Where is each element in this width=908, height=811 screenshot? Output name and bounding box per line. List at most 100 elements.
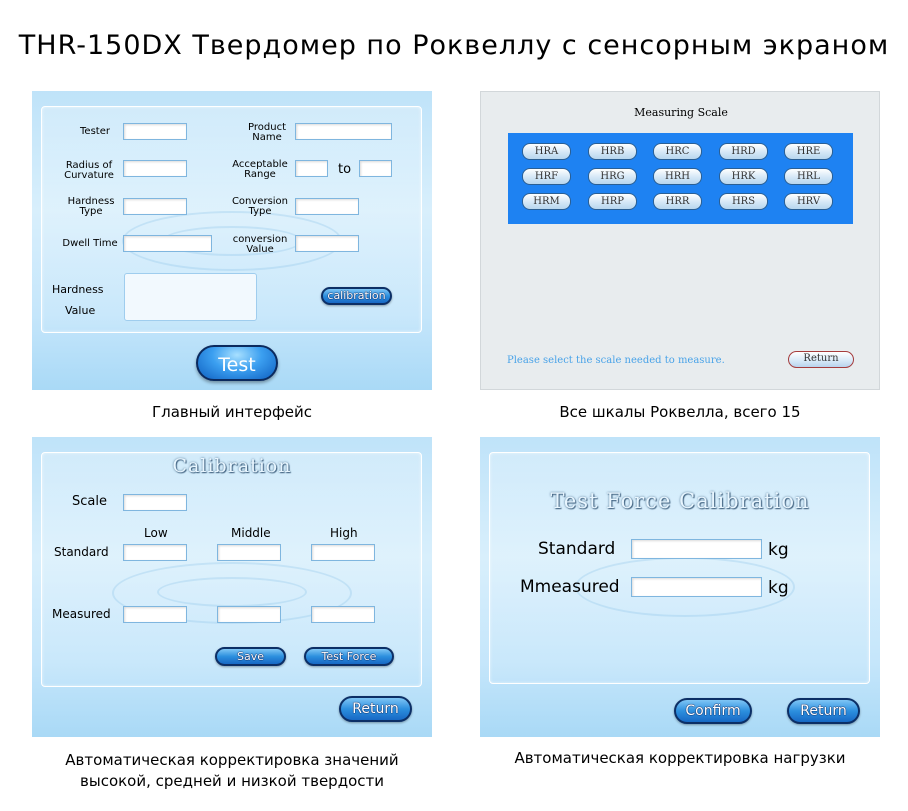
standard-high-field[interactable]	[311, 544, 375, 561]
page-title: THR-150DX Твердомер по Роквеллу с сенсор…	[18, 30, 890, 61]
scale-button-hrr[interactable]: HRR	[653, 193, 702, 210]
acceptable-range-label: Acceptable Range	[230, 160, 290, 180]
scale-button-hre[interactable]: HRE	[784, 143, 833, 160]
scale-button-hrh[interactable]: HRH	[653, 168, 702, 185]
background-ornament	[112, 562, 352, 624]
test-force-button[interactable]: Test Force	[304, 647, 394, 666]
product-name-field[interactable]	[295, 123, 392, 140]
measuring-scale-title: Measuring Scale	[634, 106, 728, 119]
hardness-value-display	[124, 273, 257, 321]
scale-button-hrd[interactable]: HRD	[719, 143, 768, 160]
radius-label-line1: Radius of	[65, 160, 113, 171]
conversion-value-field[interactable]	[295, 235, 359, 252]
calibration-return-label: Return	[352, 701, 399, 717]
conversion-type-field[interactable]	[295, 198, 359, 215]
hardness-value-label: Hardness Value	[52, 279, 104, 321]
scale-hint: Please select the scale needed to measur…	[507, 355, 725, 366]
product-name-label-line1: Product	[248, 122, 286, 133]
calibration-caption: Автоматическая корректировка значений вы…	[32, 750, 432, 792]
force-return-label: Return	[800, 703, 847, 719]
scale-button-hrc[interactable]: HRC	[653, 143, 702, 160]
conversion-type-label-line2: Type	[248, 206, 272, 217]
scale-button-hrv[interactable]: HRV	[784, 193, 833, 210]
tester-field[interactable]	[123, 123, 187, 140]
radius-field[interactable]	[123, 160, 187, 177]
calibration-button-label: calibration	[327, 289, 386, 302]
measured-middle-field[interactable]	[217, 606, 281, 623]
main-interface-screen: Tester Product Name Radius of Curvature …	[32, 91, 432, 390]
force-return-button[interactable]: Return	[787, 698, 860, 724]
hardness-type-label-line2: Type	[79, 206, 103, 217]
scale-button-hrp[interactable]: HRP	[588, 193, 637, 210]
scale-label: Scale	[72, 494, 107, 509]
force-measured-unit: kg	[768, 578, 789, 598]
product-name-label-line2: Name	[252, 132, 282, 143]
low-label: Low	[144, 526, 168, 540]
scale-button-hrs[interactable]: HRS	[719, 193, 768, 210]
standard-middle-field[interactable]	[217, 544, 281, 561]
calibration-return-button[interactable]: Return	[339, 696, 412, 722]
scale-field[interactable]	[123, 494, 187, 511]
hardness-type-field[interactable]	[123, 198, 187, 215]
confirm-button-label: Confirm	[685, 703, 741, 719]
measuring-scale-screen: Measuring Scale HRA HRB HRC HRD HRE HRF HRG HRH…	[480, 91, 880, 390]
calibration-screen: Calibration Scale Low Middle High Standa…	[32, 437, 432, 737]
hardness-value-label-line1: Hardness	[52, 283, 104, 296]
dwell-time-label: Dwell Time	[62, 238, 118, 249]
hardness-value-label-line2: Value	[65, 304, 96, 317]
range-max-field[interactable]	[359, 160, 392, 177]
force-standard-unit: kg	[768, 540, 789, 560]
middle-label: Middle	[231, 526, 271, 540]
measured-high-field[interactable]	[311, 606, 375, 623]
standard-low-field[interactable]	[123, 544, 187, 561]
scale-button-hrb[interactable]: HRB	[588, 143, 637, 160]
conversion-type-label: Conversion Type	[230, 197, 290, 217]
scale-caption: Все шкалы Роквелла, всего 15	[559, 403, 801, 421]
test-force-button-label: Test Force	[321, 650, 377, 663]
acceptable-label-line1: Acceptable	[232, 159, 288, 170]
scale-button-hrf[interactable]: HRF	[522, 168, 571, 185]
conversion-value-label-line1: conversion	[232, 234, 288, 245]
force-title: Test Force Calibration	[550, 489, 810, 513]
range-to-label: to	[338, 162, 352, 177]
scale-button-hra[interactable]: HRA	[522, 143, 571, 160]
scale-button-hrl[interactable]: HRL	[784, 168, 833, 185]
conversion-type-label-line1: Conversion	[231, 196, 289, 207]
scale-button-hrk[interactable]: HRK	[719, 168, 768, 185]
conversion-value-label-line2: Value	[246, 244, 274, 255]
force-measured-label: Mmeasured	[520, 577, 620, 597]
measured-label: Measured	[52, 607, 111, 621]
force-measured-field[interactable]	[631, 577, 762, 597]
product-name-label: Product Name	[237, 123, 297, 143]
range-min-field[interactable]	[295, 160, 328, 177]
scale-button-hrm[interactable]: HRM	[522, 193, 571, 210]
conversion-value-label: conversion Value	[230, 235, 290, 255]
calibration-caption-line1: Автоматическая корректировка значений	[65, 751, 399, 769]
scale-return-button[interactable]: Return	[788, 351, 854, 368]
calibration-title: Calibration	[172, 455, 292, 477]
main-interface-caption: Главный интерфейс	[151, 403, 313, 421]
calibration-button[interactable]: calibration	[321, 287, 392, 305]
scale-button-grid: HRA HRB HRC HRD HRE HRF HRG HRH HRK HRL HRM HRP HRR H…	[508, 133, 853, 224]
radius-label-line2: Curvature	[64, 170, 114, 181]
radius-label: Radius of Curvature	[58, 161, 120, 181]
measured-low-field[interactable]	[123, 606, 187, 623]
hardness-type-label-line1: Hardness	[67, 196, 115, 207]
save-button[interactable]: Save	[215, 647, 286, 666]
standard-label: Standard	[54, 545, 109, 559]
tester-label: Tester	[80, 126, 110, 137]
acceptable-label-line2: Range	[244, 169, 276, 180]
test-button[interactable]: Test	[196, 345, 278, 381]
force-standard-label: Standard	[538, 539, 616, 559]
high-label: High	[330, 526, 358, 540]
confirm-button[interactable]: Confirm	[674, 698, 752, 724]
hardness-type-label: Hardness Type	[62, 197, 120, 217]
dwell-time-field[interactable]	[123, 235, 212, 252]
test-force-calibration-screen: Test Force Calibration Standard kg Mmeas…	[480, 437, 880, 737]
force-standard-field[interactable]	[631, 539, 762, 559]
background-ornament	[157, 577, 307, 607]
force-caption: Автоматическая корректировка нагрузки	[514, 749, 846, 767]
scale-button-hrg[interactable]: HRG	[588, 168, 637, 185]
calibration-caption-line2: высокой, средней и низкой твердости	[80, 772, 384, 790]
save-button-label: Save	[236, 650, 264, 663]
